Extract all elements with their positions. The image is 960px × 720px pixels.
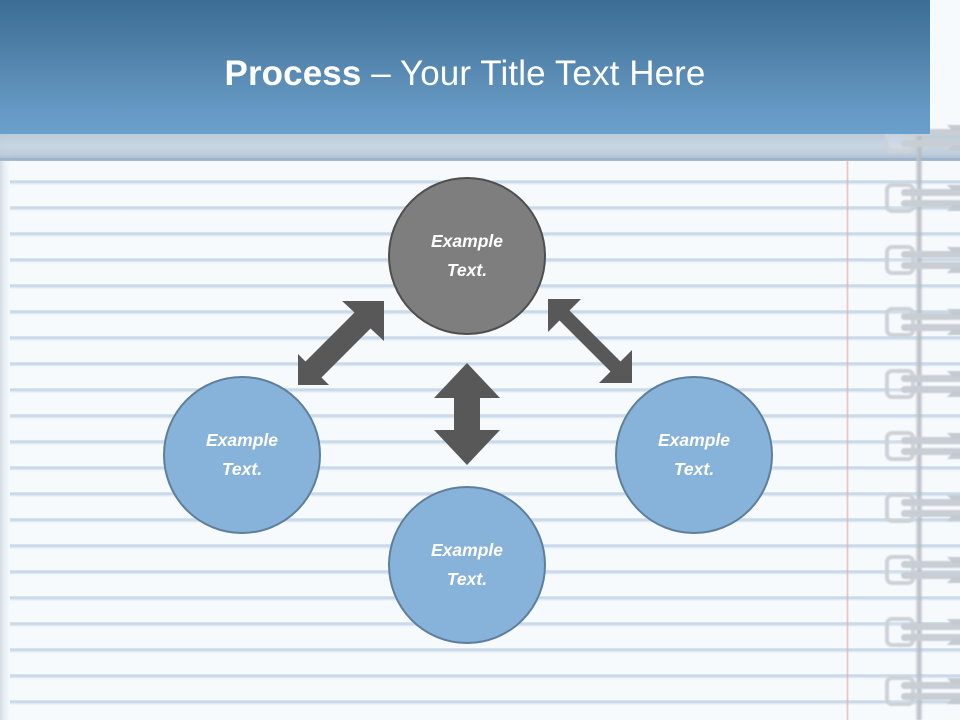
ring-bar-bottom: [901, 386, 960, 393]
ring-bar-top: [901, 682, 960, 689]
node-label-line-1: Example: [431, 540, 503, 560]
ring-clasp: [885, 555, 915, 585]
ring-loop: [947, 619, 960, 645]
page-left-edge-shadow: [0, 133, 10, 720]
spiral-binding-ring: [885, 493, 960, 523]
ring-clasp: [885, 431, 915, 461]
ring-loop: [947, 247, 960, 273]
process-node-top[interactable]: Example Text.: [388, 177, 546, 335]
binding-spine-rail: [915, 133, 923, 720]
ring-loop: [947, 371, 960, 397]
page-title-bold: Process: [224, 54, 362, 93]
ring-bar-bottom: [901, 262, 960, 269]
spiral-binding-ring: [885, 307, 960, 337]
margin-rule-line: [846, 160, 849, 720]
node-label-line-1: Example: [431, 231, 503, 251]
ring-clasp: [885, 369, 915, 399]
ring-bar-bottom: [901, 200, 960, 207]
process-node-left[interactable]: Example Text.: [163, 376, 321, 534]
ring-loop: [947, 185, 960, 211]
spiral-binding-ring: [885, 555, 960, 585]
ring-clasp: [885, 617, 915, 647]
ring-bar-bottom: [901, 572, 960, 579]
page-top-band-rule: [0, 158, 960, 161]
ring-clasp: [885, 307, 915, 337]
ring-clasp: [885, 183, 915, 213]
connector-arrow-top-left[interactable]: [296, 301, 392, 385]
ring-bar-top: [901, 189, 960, 196]
ring-bar-top: [901, 251, 960, 258]
page-title: Process – Your Title Text Here: [0, 52, 930, 96]
ring-bar-bottom: [901, 324, 960, 331]
node-label-line-2: Text.: [446, 569, 488, 589]
spiral-binding-ring: [885, 369, 960, 399]
process-node-bottom[interactable]: Example Text.: [388, 486, 546, 644]
ring-bar-bottom: [901, 140, 960, 147]
ring-loop: [947, 309, 960, 335]
node-label-line-2: Text.: [221, 459, 263, 479]
spiral-binding-ring: [885, 183, 960, 213]
ring-loop: [947, 433, 960, 459]
ring-bar-top: [901, 129, 960, 136]
process-node-right[interactable]: Example Text.: [615, 376, 773, 534]
ring-bar-top: [901, 561, 960, 568]
ring-bar-bottom: [901, 693, 960, 700]
ring-bar-bottom: [901, 634, 960, 641]
spiral-binding-ring: [885, 245, 960, 275]
ring-bar-top: [901, 375, 960, 382]
ring-bar-bottom: [901, 510, 960, 517]
node-label-line-2: Text.: [673, 459, 715, 479]
page-title-light: Your Title Text Here: [400, 54, 706, 93]
node-label-line-1: Example: [658, 430, 730, 450]
ring-loop: [947, 557, 960, 583]
ring-bar-bottom: [901, 448, 960, 455]
page-top-band: [0, 134, 960, 160]
connector-arrow-top-bottom[interactable]: [430, 362, 504, 466]
spiral-binding-ring: [885, 676, 960, 706]
ring-loop: [947, 495, 960, 521]
connector-arrow-top-right[interactable]: [538, 297, 634, 385]
spiral-binding-ring: [885, 617, 960, 647]
ring-loop: [947, 678, 960, 704]
page-title-separator: –: [361, 54, 400, 93]
node-label-line-1: Example: [206, 430, 278, 450]
ring-bar-top: [901, 313, 960, 320]
spiral-binding-ring: [885, 431, 960, 461]
ring-clasp: [885, 493, 915, 523]
node-label-line-2: Text.: [446, 260, 488, 280]
ring-bar-top: [901, 437, 960, 444]
ring-clasp: [885, 676, 915, 706]
ring-bar-top: [901, 499, 960, 506]
ring-clasp: [885, 245, 915, 275]
slide-header-banner: Process – Your Title Text Here: [0, 0, 930, 134]
ring-loop: [947, 125, 960, 151]
ring-bar-top: [901, 623, 960, 630]
